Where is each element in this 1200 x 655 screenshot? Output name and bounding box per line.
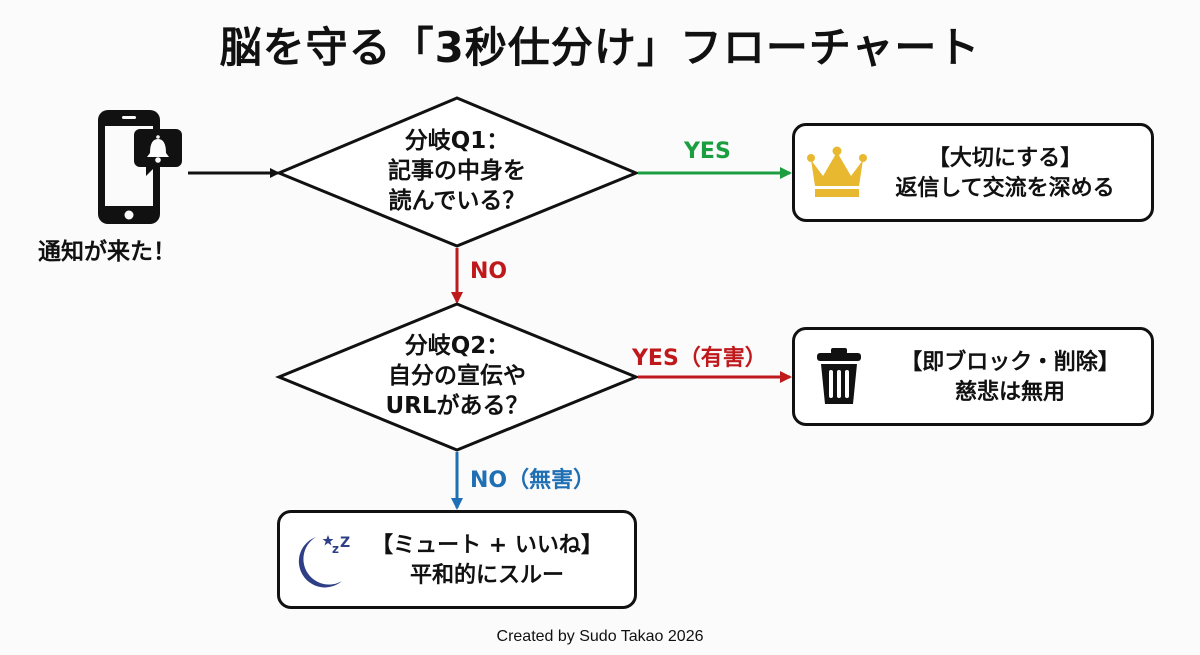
q2-yes-label: YES（有害） [632,346,767,371]
result-keep-desc: 返信して交流を深める [895,176,1115,201]
svg-text:Z: Z [340,535,350,551]
q1-line-1: 分岐Q1： [404,128,510,154]
q2-diamond [275,302,640,452]
result-mute-desc: 平和的にスルー [409,563,564,588]
q1-line-2: 記事の中身を [388,158,526,184]
q2-line-3: URLがある？ [385,393,529,419]
result-block-desc: 慈悲は無用 [954,380,1065,405]
q2-line-2: 自分の宣伝や [388,363,526,389]
result-mute-text: 【ミュート + いいね】 平和的にスルー [352,531,622,591]
result-block-text: 【即ブロック・削除】 慈悲は無用 [875,348,1145,408]
result-block-title: 【即ブロック・削除】 [900,350,1120,375]
page-title: 脳を守る「3秒仕分け」フローチャート [219,23,981,72]
result-block-box: 【即ブロック・削除】 慈悲は無用 [792,327,1154,426]
q2-line-1: 分岐Q2： [404,333,510,359]
q1-text: 分岐Q1： 記事の中身を 読んでいる？ [357,126,557,216]
q1-no-label: NO [470,259,508,284]
q1-yes-label: YES [684,139,731,164]
moon-sleep-icon: z Z [298,535,350,588]
credit-text: Created by Sudo Takao 2026 [496,628,704,645]
trash-can-icon [817,348,861,404]
svg-text:z: z [332,542,339,556]
start-label: 通知が来た！ [38,239,176,265]
smartphone-notification-icon [98,110,182,224]
result-keep-title: 【大切にする】 [927,146,1083,171]
q2-no-label: NO（無害） [470,468,596,493]
q2-text: 分岐Q2： 自分の宣伝や URLがある？ [357,331,557,421]
q1-line-3: 読んでいる？ [388,188,526,214]
crown-icon [807,146,867,197]
result-keep-box: 【大切にする】 返信して交流を深める [792,123,1154,222]
result-mute-box: z Z 【ミュート + いいね】 平和的にスルー [277,510,637,609]
result-keep-text: 【大切にする】 返信して交流を深める [865,144,1145,204]
result-mute-title: 【ミュート + いいね】 [371,533,603,558]
q1-diamond [275,96,640,248]
